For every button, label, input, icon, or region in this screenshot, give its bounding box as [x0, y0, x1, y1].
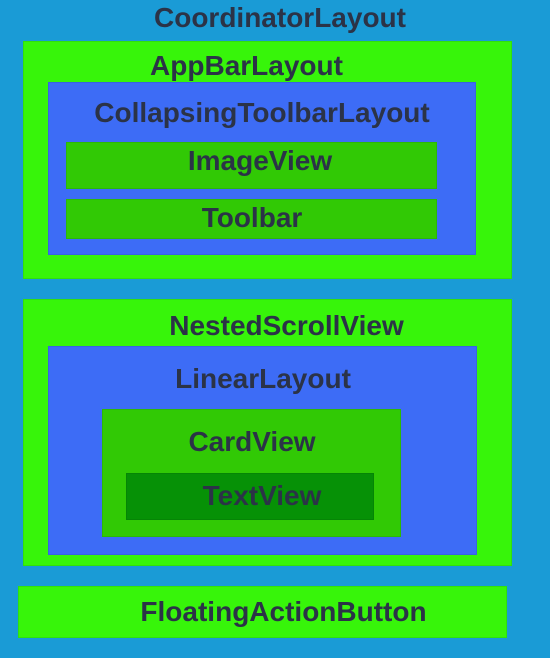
- floating-action-button-label: FloatingActionButton: [140, 596, 427, 627]
- collapsing-toolbar-layout-label: CollapsingToolbarLayout: [94, 97, 430, 128]
- text-view-box: TextView: [126, 473, 374, 520]
- linear-layout-label: LinearLayout: [175, 363, 351, 394]
- image-view-box: ImageView: [66, 142, 437, 189]
- toolbar-label: Toolbar: [201, 202, 303, 233]
- text-view-label: TextView: [202, 480, 322, 511]
- collapsing-toolbar-layout-box: CollapsingToolbarLayout ImageView Toolba…: [48, 82, 476, 255]
- image-view-label: ImageView: [187, 145, 333, 176]
- toolbar-box: Toolbar: [66, 199, 437, 239]
- card-view-box: CardView TextView: [102, 409, 401, 537]
- floating-action-button-box: FloatingActionButton: [18, 586, 507, 638]
- card-view-label: CardView: [188, 426, 316, 457]
- app-bar-layout-label: AppBarLayout: [150, 50, 343, 81]
- linear-layout-box: LinearLayout CardView TextView: [48, 346, 477, 555]
- app-bar-layout-box: AppBarLayout CollapsingToolbarLayout Ima…: [23, 41, 512, 279]
- nested-scroll-view-label: NestedScrollView: [169, 310, 404, 341]
- nested-scroll-view-box: NestedScrollView LinearLayout CardView T…: [23, 299, 512, 566]
- coordinator-layout-label: CoordinatorLayout: [154, 2, 406, 33]
